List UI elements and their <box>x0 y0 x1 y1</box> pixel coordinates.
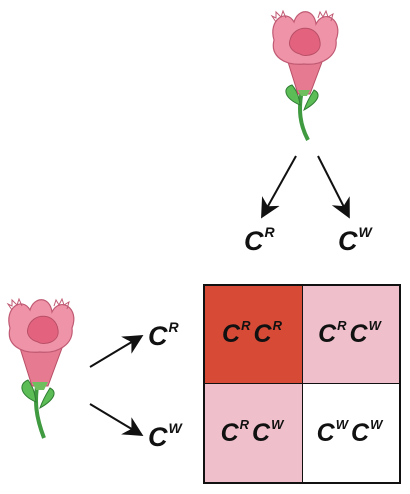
arrow-to-left-gamete-red <box>89 334 144 368</box>
arrow-to-top-gamete-red <box>261 155 297 219</box>
top-gamete-red: CR <box>244 224 275 256</box>
left-gamete-red: CR <box>148 319 179 351</box>
arrow-to-left-gamete-white <box>89 403 144 437</box>
left-gamete-white: CW <box>148 420 182 452</box>
arrow-to-top-gamete-white <box>317 155 350 219</box>
top-gamete-white: CW <box>338 224 372 256</box>
